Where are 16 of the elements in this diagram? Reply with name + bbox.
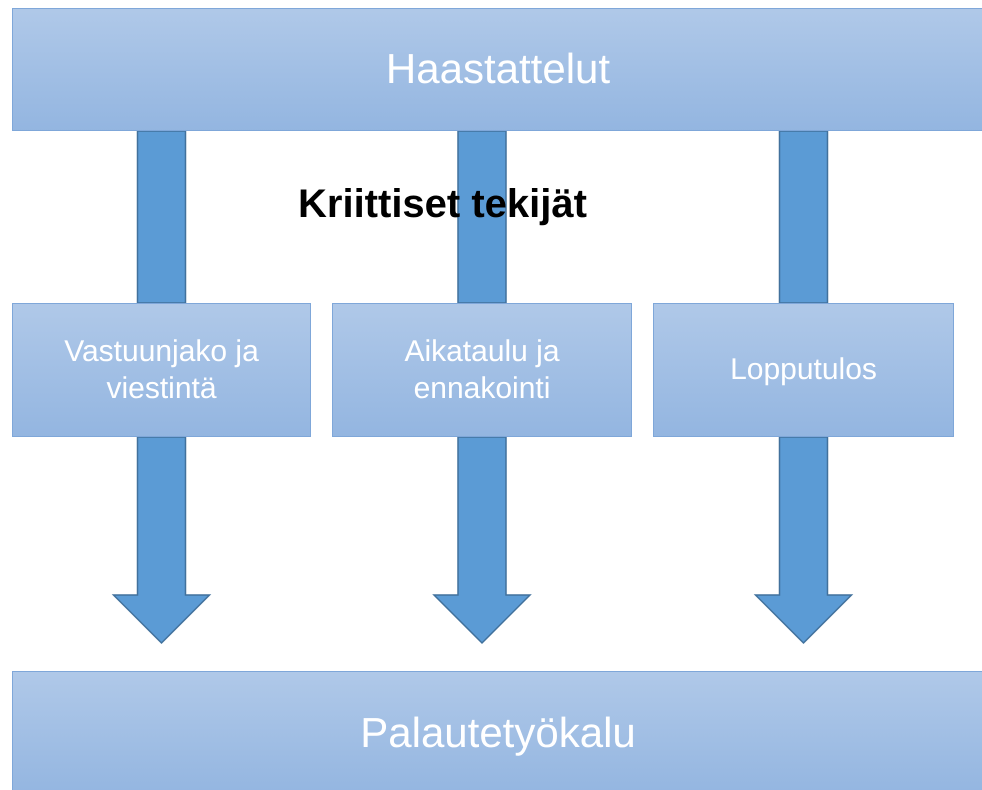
box-label: Palautetyökalu <box>359 708 637 758</box>
block-arrow <box>432 436 532 644</box>
block-arrow <box>754 436 854 644</box>
connector-bar <box>778 130 828 304</box>
connector-bar <box>457 130 507 304</box>
box-label: Vastuunjako ja viestintä <box>63 334 260 407</box>
process-box <box>653 303 954 437</box>
connector-bar <box>136 130 186 304</box>
process-box <box>332 303 632 437</box>
box-label: Haastattelut <box>384 44 612 94</box>
process-box <box>12 303 311 437</box>
process-box <box>12 671 982 790</box>
box-label: Lopputulos <box>729 352 878 388</box>
block-arrow <box>112 436 212 644</box>
box-label: Aikataulu ja ennakointi <box>403 334 561 407</box>
process-box <box>12 8 982 131</box>
